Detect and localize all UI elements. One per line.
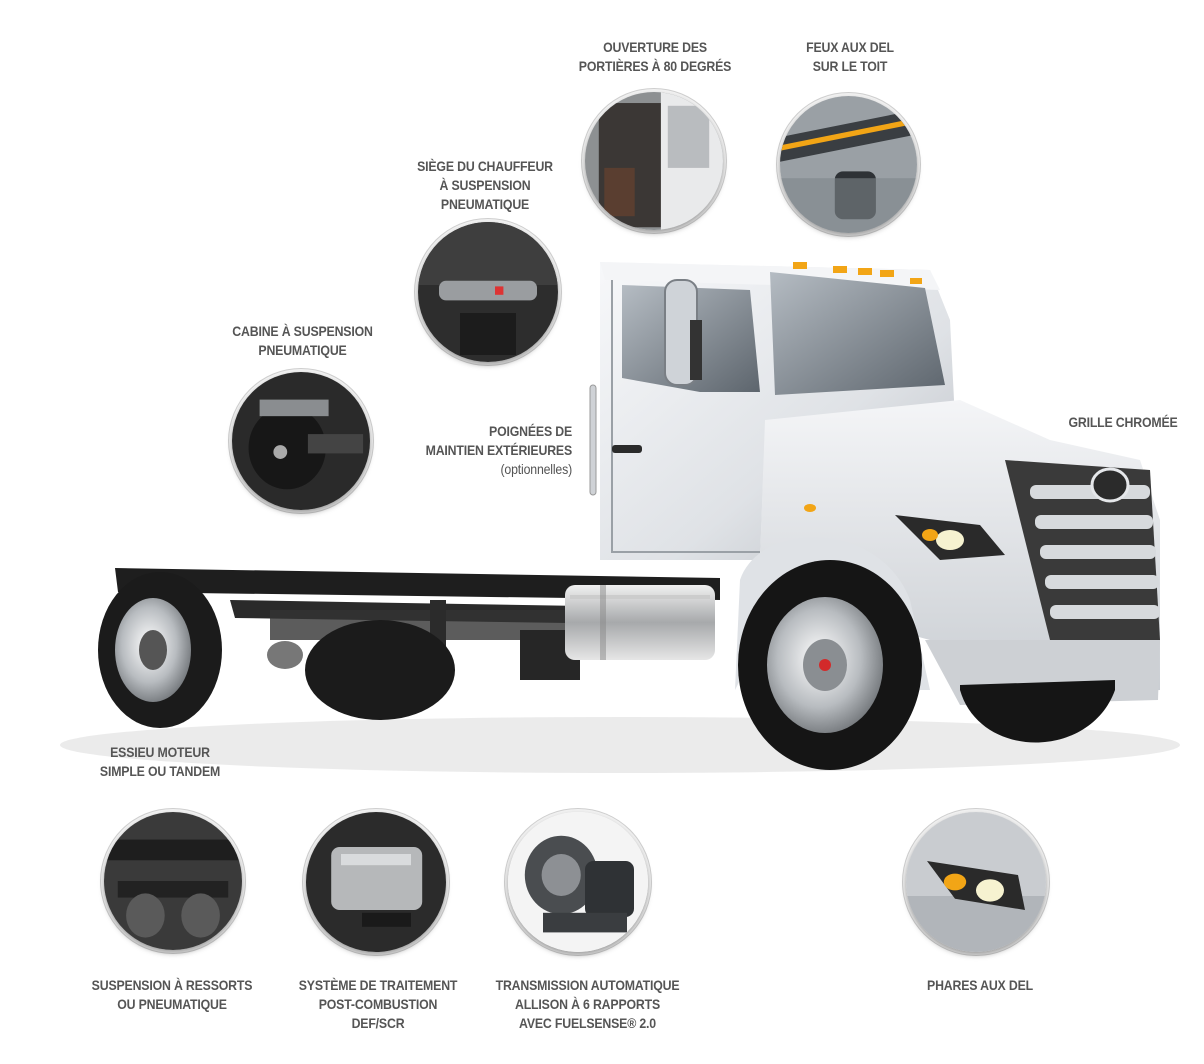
chrome-grille	[1005, 460, 1160, 640]
label-door-opening: OUVERTURE DES PORTIÈRES À 80 DEGRÉS	[571, 38, 738, 76]
far-front-wheel	[960, 680, 1115, 743]
label-chrome-grille: GRILLE CHROMÉE	[1066, 413, 1180, 432]
label-line: GRILLE CHROMÉE	[1068, 414, 1178, 430]
rear-wheel-inner	[267, 620, 455, 720]
label-cab-suspension: CABINE À SUSPENSION PNEUMATIQUE	[221, 322, 384, 360]
label-line: MAINTIEN EXTÉRIEURES	[425, 442, 573, 458]
label-aftertreatment: SYSTÈME DE TRAITEMENT POST-COMBUSTION DE…	[290, 976, 466, 1033]
label-line: POIGNÉES DE	[489, 423, 572, 439]
label-line: PNEUMATIQUE	[440, 196, 530, 212]
label-line: SYSTÈME DE TRAITEMENT	[298, 977, 458, 993]
label-line: ALLISON À 6 RAPPORTS	[514, 996, 661, 1012]
roof-leds-photo	[780, 96, 917, 233]
label-transmission: TRANSMISSION AUTOMATIQUE ALLISON À 6 RAP…	[484, 976, 691, 1033]
cab	[589, 262, 955, 560]
driver-seat-photo	[418, 222, 558, 362]
label-line: SIÈGE DU CHAUFFEUR	[417, 158, 553, 174]
label-driver-seat: SIÈGE DU CHAUFFEUR À SUSPENSION PNEUMATI…	[410, 157, 560, 214]
label-line: AVEC FUELSENSE® 2.0	[519, 1015, 656, 1031]
led-headlights-photo	[906, 812, 1046, 952]
label-spring-suspension: SUSPENSION À RESSORTS OU PNEUMATIQUE	[84, 976, 260, 1014]
label-line: CABINE À SUSPENSION	[232, 323, 373, 339]
label-grab-handles: POIGNÉES DE MAINTIEN EXTÉRIEURES (option…	[407, 422, 573, 479]
label-roof-leds: FEUX AUX DEL SUR LE TOIT	[784, 38, 916, 76]
label-line: OUVERTURE DES	[603, 39, 707, 55]
label-line: PORTIÈRES À 80 DEGRÉS	[578, 58, 732, 74]
label-line: SUSPENSION À RESSORTS	[91, 977, 253, 993]
aftertreatment-photo	[306, 812, 446, 952]
transmission-photo	[508, 812, 648, 952]
label-line: POST-COMBUSTION	[318, 996, 438, 1012]
label-line: À SUSPENSION	[439, 177, 531, 193]
label-drive-axle: ESSIEU MOTEUR SIMPLE OU TANDEM	[85, 743, 235, 781]
label-line: OU PNEUMATIQUE	[117, 996, 227, 1012]
front-wheel	[738, 560, 922, 770]
cab-suspension-photo	[232, 372, 370, 510]
label-line: TRANSMISSION AUTOMATIQUE	[495, 977, 680, 993]
rear-wheel-outer	[98, 572, 222, 728]
label-line: PHARES AUX DEL	[927, 977, 1033, 993]
label-line: PNEUMATIQUE	[258, 342, 347, 358]
label-line: FEUX AUX DEL	[806, 39, 894, 55]
spring-suspension-photo	[104, 812, 242, 950]
def-scr-tank	[565, 585, 715, 660]
label-line: SUR LE TOIT	[812, 58, 888, 74]
label-led-headlights: PHARES AUX DEL	[915, 976, 1045, 995]
label-line: (optionnelles)	[500, 461, 573, 477]
label-line: SIMPLE OU TANDEM	[99, 763, 221, 779]
label-line: DEF/SCR	[351, 1015, 405, 1031]
label-line: ESSIEU MOTEUR	[110, 744, 210, 760]
door-opening-photo	[585, 92, 723, 230]
